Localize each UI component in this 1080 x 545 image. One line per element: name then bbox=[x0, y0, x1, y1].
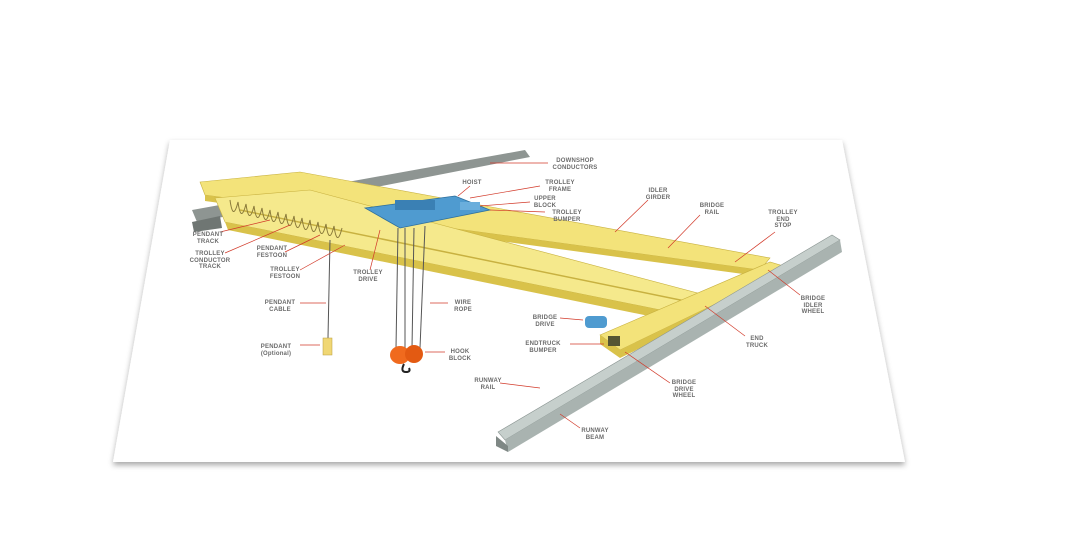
pendant-cable bbox=[327, 239, 331, 339]
festoon bbox=[229, 199, 343, 238]
hook-block bbox=[390, 345, 423, 374]
label-hoist: HOIST bbox=[462, 180, 482, 186]
pendant bbox=[322, 337, 333, 356]
wire-rope bbox=[395, 225, 426, 349]
bridge-drive-motor bbox=[585, 316, 607, 328]
label-pendant-optional: PENDANT(Optional) bbox=[260, 344, 292, 357]
leader-lines bbox=[219, 162, 801, 429]
front-runway bbox=[496, 234, 842, 452]
